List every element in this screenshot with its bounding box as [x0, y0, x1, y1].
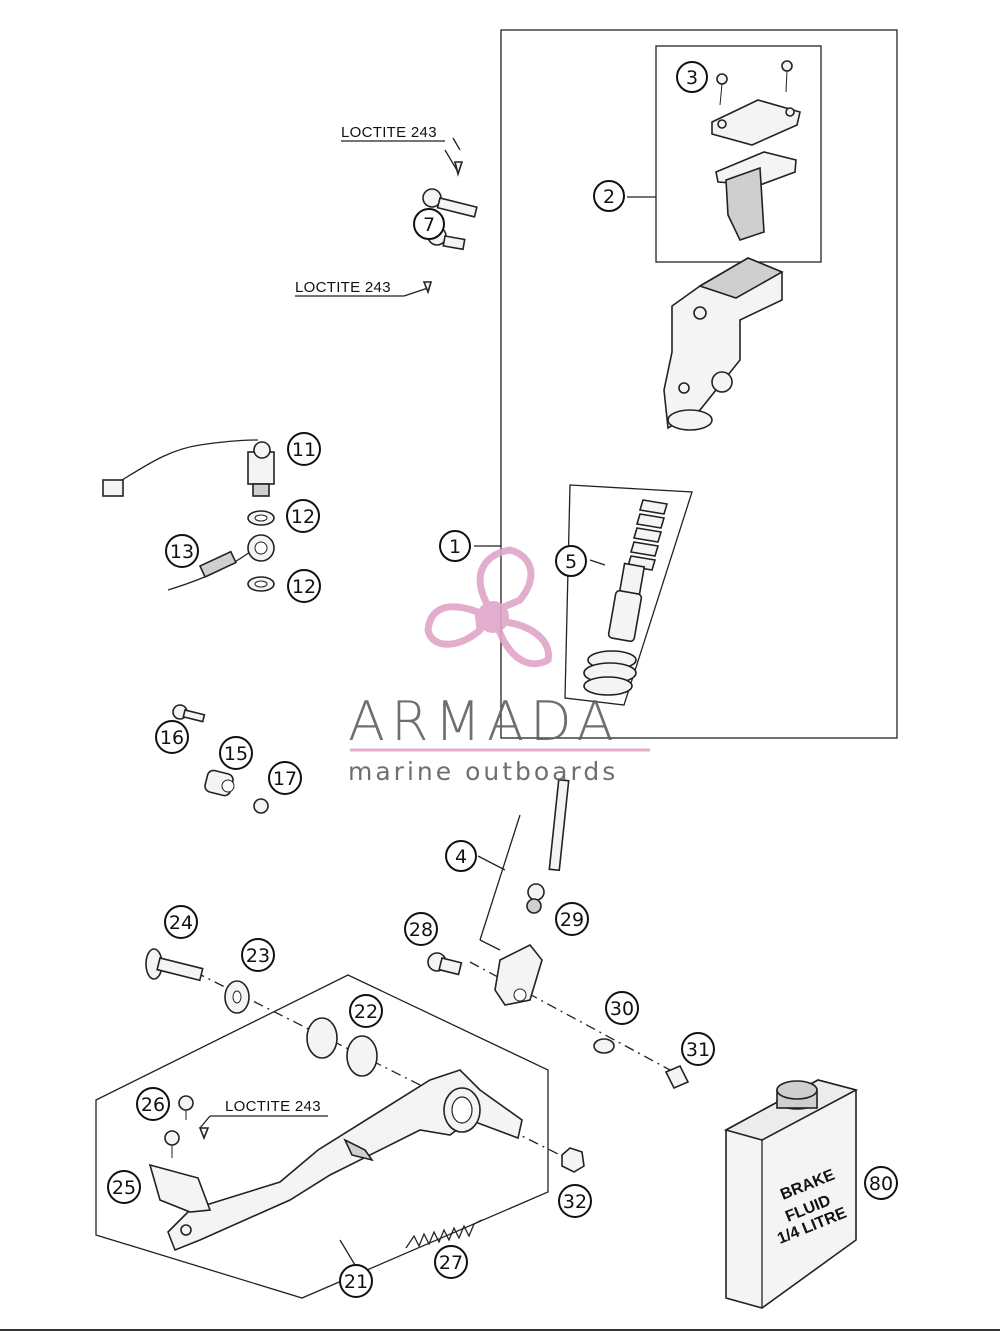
- callout-23: 23: [241, 938, 275, 972]
- callout-7: 7: [413, 208, 445, 240]
- reservoir-cap-screws: [716, 60, 793, 106]
- brake-pedal: [167, 1069, 523, 1252]
- piston-kit-frame: [564, 484, 693, 706]
- callout-2: 2: [593, 180, 625, 212]
- callout-13: 13: [165, 534, 199, 568]
- loctite-label: LOCTITE 243: [225, 1098, 321, 1115]
- svg-text:23: 23: [246, 945, 270, 967]
- callout-32: 32: [558, 1184, 592, 1218]
- callout-1: 1: [439, 530, 471, 562]
- svg-text:5: 5: [565, 551, 577, 573]
- loctite-label: LOCTITE 243: [295, 279, 391, 296]
- svg-text:1: 1: [449, 536, 461, 558]
- svg-text:22: 22: [354, 1001, 378, 1023]
- callout-12: 12: [287, 569, 321, 603]
- callout-22: 22: [349, 994, 383, 1028]
- master-cylinder-body: [663, 257, 784, 431]
- reservoir-frame: [655, 45, 822, 263]
- pedal-tip-set: [148, 1095, 212, 1213]
- callout-30: 30: [605, 991, 639, 1025]
- svg-text:3: 3: [686, 67, 698, 89]
- svg-text:16: 16: [160, 727, 184, 749]
- pedal-pivot-set: [145, 948, 378, 1077]
- master-cylinder-frame: [500, 29, 898, 739]
- callout-21: 21: [339, 1264, 373, 1298]
- loctite-label: LOCTITE 243: [341, 124, 437, 141]
- svg-text:13: 13: [170, 541, 194, 563]
- clevis-pin-set: [427, 952, 690, 1090]
- svg-text:28: 28: [409, 919, 433, 941]
- svg-text:15: 15: [224, 743, 248, 765]
- svg-text:29: 29: [560, 909, 584, 931]
- callout-15: 15: [219, 736, 253, 770]
- callout-11: 11: [287, 432, 321, 466]
- piston-kit: [583, 499, 669, 696]
- svg-text:27: 27: [439, 1252, 463, 1274]
- watermark-tagline: marine outboards: [348, 757, 618, 786]
- callout-26: 26: [136, 1087, 170, 1121]
- svg-text:24: 24: [169, 912, 193, 934]
- sealing-washers: [247, 510, 275, 592]
- svg-text:4: 4: [455, 846, 467, 868]
- callout-5: 5: [555, 545, 587, 577]
- watermark-brand: ARMADA: [348, 690, 620, 753]
- brake-fluid-bottle: BRAKE FLUID 1/4 LITRE: [723, 1079, 859, 1309]
- brake-light-switch: [102, 439, 275, 497]
- watermark: ARMADA marine outboards: [348, 546, 650, 786]
- brake-line: [167, 534, 275, 591]
- callout-27: 27: [434, 1245, 468, 1279]
- callout-31: 31: [681, 1032, 715, 1066]
- callout-28: 28: [404, 912, 438, 946]
- callout-4: 4: [445, 840, 477, 872]
- svg-text:12: 12: [292, 576, 316, 598]
- svg-text:21: 21: [344, 1271, 368, 1293]
- propeller-icon: [424, 546, 552, 668]
- svg-text:2: 2: [603, 186, 615, 208]
- svg-text:11: 11: [292, 439, 316, 461]
- svg-text:7: 7: [423, 214, 435, 236]
- callout-3: 3: [676, 61, 708, 93]
- callout-24: 24: [164, 905, 198, 939]
- reservoir-cap: [711, 99, 801, 241]
- callout-17: 17: [268, 761, 302, 795]
- callout-16: 16: [155, 720, 189, 754]
- callout-80: 80: [864, 1166, 898, 1200]
- svg-text:80: 80: [869, 1173, 893, 1195]
- push-rod: [494, 778, 570, 1006]
- svg-text:26: 26: [141, 1094, 165, 1116]
- return-spring: [405, 1219, 483, 1249]
- svg-text:32: 32: [563, 1191, 587, 1213]
- callout-29: 29: [555, 902, 589, 936]
- svg-text:25: 25: [112, 1177, 136, 1199]
- callout-12: 12: [286, 499, 320, 533]
- svg-text:17: 17: [273, 768, 297, 790]
- svg-text:30: 30: [610, 998, 634, 1020]
- callout-25: 25: [107, 1170, 141, 1204]
- svg-text:31: 31: [686, 1039, 710, 1061]
- pedal-nut: [561, 1147, 585, 1173]
- bushing-set: [172, 704, 269, 814]
- brake-pedal-frame: [95, 974, 549, 1299]
- svg-text:12: 12: [291, 506, 315, 528]
